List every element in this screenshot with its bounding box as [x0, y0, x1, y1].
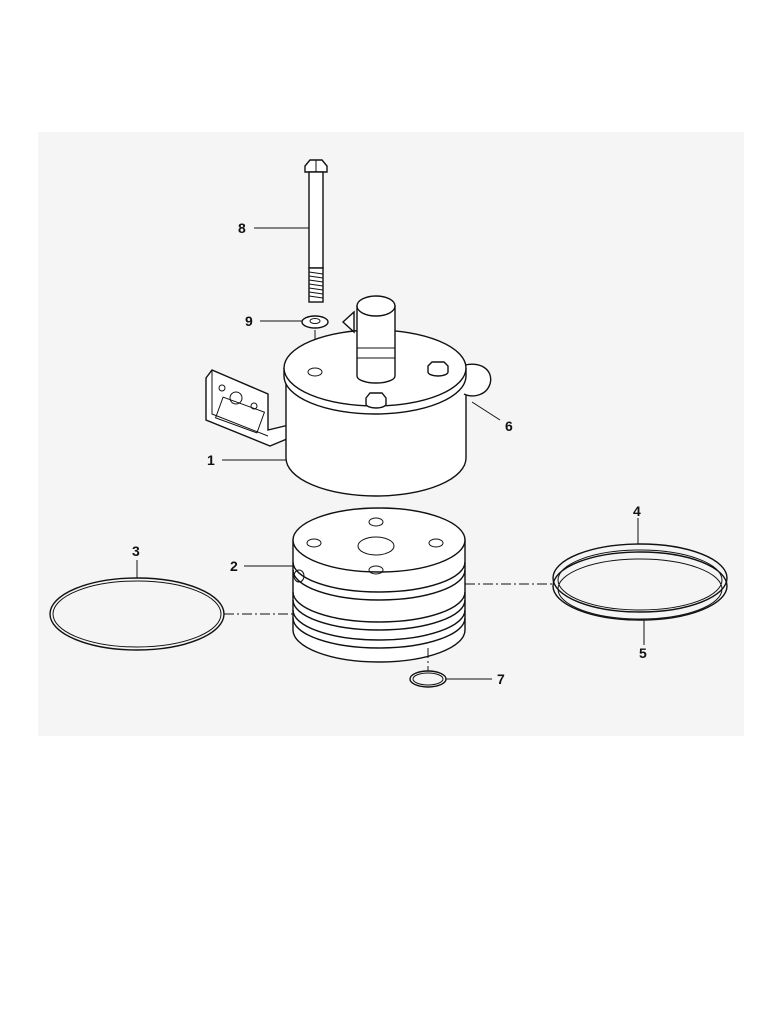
- callout-6: 6: [505, 418, 513, 434]
- part-2-block: [292, 507, 466, 663]
- part-1-housing: [205, 295, 492, 497]
- callout-5: 5: [639, 645, 647, 661]
- callout-3: 3: [132, 543, 140, 559]
- callout-4: 4: [633, 503, 641, 519]
- part-4-5-rings: [552, 543, 728, 621]
- callout-9: 9: [245, 313, 253, 329]
- part-7-small-o-ring: [409, 670, 447, 688]
- callout-8: 8: [238, 220, 246, 236]
- callout-1: 1: [207, 452, 215, 468]
- callout-7: 7: [497, 671, 505, 687]
- part-9-washer: [301, 315, 329, 329]
- part-3-o-ring: [49, 577, 225, 651]
- part-8-bolt: [304, 159, 328, 303]
- callout-2: 2: [230, 558, 238, 574]
- leader-lines: [136, 227, 645, 680]
